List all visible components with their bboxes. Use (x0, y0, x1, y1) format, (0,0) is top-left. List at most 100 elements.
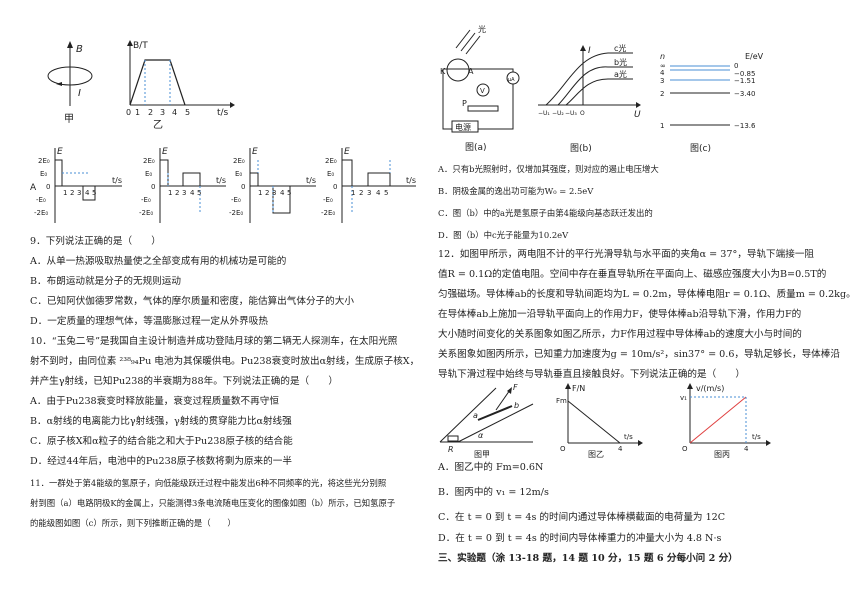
photoelectric-circuit: 光 K A μA V P 电源 图(a) (440, 24, 520, 153)
q11-option-c: C．图（b）中的a光是氢原子由第4能级向基态跃迁发出的 (438, 208, 653, 218)
rail-r-label: R (448, 445, 454, 454)
v-tick: 4 (744, 445, 749, 453)
question-11-stem: 的能级图如图（c）所示，则下列推断正确的是（ ） (30, 518, 236, 528)
y-tick: 0 (151, 183, 155, 191)
y-tick: -E₀ (141, 196, 151, 204)
emf-option-b: E t/s 2E₀ E₀ 0 -E₀ -2E₀ 1 2 3 4 5 (139, 147, 226, 223)
y-tick: E₀ (145, 170, 152, 178)
bt-tick: 1 (135, 108, 140, 117)
circuit-caption: 图(a) (465, 142, 487, 153)
question-12-stem: 大小随时间变化的关系图象如图乙所示，力F作用过程中导体棒ab的速度大小与时间的 (438, 329, 802, 340)
f-tick: 4 (618, 445, 623, 453)
q12-option-b: B．图丙中的 v₁ = 12m/s (438, 487, 549, 498)
emf-option-d: E t/s 2E₀ E₀ 0 -E₀ -2E₀ 1 2 3 4 5 (321, 147, 416, 223)
q9-option-c: C．已知阿伏伽德罗常数，气体的摩尔质量和密度，能估算出气体分子的大小 (30, 296, 354, 307)
f-graph: F/N Fm t/s O 4 图乙 (556, 383, 643, 459)
curve-label: c光 (614, 43, 626, 53)
q11-option-b: B．阴极金属的逸出功可能为W₀ = 2.5eV (438, 186, 594, 196)
q10-option-b: B．α射线的电离能力比γ射线强，γ射线的贯穿能力比α射线强 (30, 416, 292, 427)
y-tick: 2E₀ (38, 157, 50, 165)
y-tick: 2E₀ (325, 157, 337, 165)
bt-graph: B/T t/s 0 1 2 3 4 5 乙 (126, 40, 235, 131)
v-xlabel: t/s (752, 433, 761, 441)
x-tick: 1 (351, 189, 355, 197)
question-10-stem: 10．“玉兔二号”是我国自主设计制造并成功登陆月球的第二辆无人探测车，在太阳光照 (30, 336, 398, 347)
bt-tick: 4 (172, 108, 177, 117)
x-tick: 4 (280, 189, 285, 197)
y-tick: E₀ (40, 170, 47, 178)
y-tick: -2E₀ (229, 209, 243, 217)
rail-figure: a b F R α 图甲 (439, 383, 534, 459)
e-label: E/eV (745, 52, 764, 61)
t-label: t/s (112, 176, 122, 185)
q9-option-d: D．一定质量的理想气体，等温膨胀过程一定从外界吸热 (30, 316, 268, 327)
q11-option-d: D．图（b）中c光子能量为10.2eV (438, 230, 569, 240)
voltmeter-label: V (480, 87, 485, 95)
n-label: n (660, 52, 665, 61)
rail-caption: 图甲 (474, 450, 490, 459)
y-tick: 0 (333, 183, 337, 191)
x-tick: 4 (85, 189, 90, 197)
y-tick: E₀ (327, 170, 334, 178)
level-e: −0.85 (734, 70, 755, 78)
y-tick: 0 (241, 183, 245, 191)
y-tick: 0 (46, 183, 50, 191)
f-origin: O (560, 445, 566, 453)
question-11-stem: 射到图（a）电路阴极K的金属上，只能测得3条电流随电压变化的图像如图（b）所示，… (30, 498, 396, 508)
option-letter: A (30, 183, 37, 193)
v-ylabel: v/(m/s) (696, 384, 724, 393)
rail-a-label: a (473, 411, 478, 420)
q10-option-a: A．由于Pu238衰变时释放能量，衰变过程质量数不再守恒 (30, 396, 279, 407)
bt-tick: 2 (148, 108, 153, 117)
a-label: A (468, 67, 474, 76)
x-tick: 4 (376, 189, 381, 197)
y-tick: 2E₀ (233, 157, 245, 165)
level-e: −13.6 (734, 122, 756, 130)
bt-ylabel: B/T (133, 41, 148, 51)
bt-caption: 乙 (153, 119, 163, 131)
source-label: 电源 (455, 122, 471, 132)
iu-ylabel: I (588, 46, 591, 56)
question-12-stem: 值R = 0.1Ω的定值电阻。空间中存在垂直导轨所在平面向上、磁感应强度大小为B… (438, 269, 827, 280)
x-tick: 5 (92, 189, 96, 197)
q9-option-b: B．布朗运动就是分子的无规则运动 (30, 276, 181, 287)
bt-tick: 0 (126, 108, 131, 117)
section-heading: 三、实验题（涂 13-18 题，14 题 10 分，15 题 6 分每小问 2 … (438, 553, 738, 564)
q10-option-c: C．原子核X和α粒子的结合能之和大于Pu238原子核的结合能 (30, 436, 293, 447)
i-label: I (78, 88, 81, 99)
x-tick: −U₁ (538, 110, 550, 117)
f-xlabel: t/s (624, 433, 633, 441)
b-label: B (76, 44, 83, 55)
iu-graph: I U c光 b光 a光 −U₁ −U₂ −U₃ O 图(b) (538, 43, 641, 154)
q12-option-c: C．在 t = 0 到 t = 4s 的时间内通过导体棒横截面的电荷量为 12C (438, 512, 726, 523)
x-tick: 1 (168, 189, 172, 197)
y-tick: -2E₀ (321, 209, 335, 217)
level-e: −3.40 (734, 90, 755, 98)
q12-option-d: D．在 t = 0 到 t = 4s 的时间内导体棒重力的冲量大小为 4.8 N… (438, 533, 722, 544)
y-tick: E₀ (235, 170, 242, 178)
y-tick: -E₀ (36, 196, 46, 204)
x-tick: 1 (63, 189, 67, 197)
question-10-stem: 射不到时，由同位素 ²³⁸₉₄Pu 电池为其保暖供电。Pu238衰变时放出α射线… (30, 356, 420, 367)
t-label: t/s (406, 176, 416, 185)
y-tick: -E₀ (323, 196, 333, 204)
question-9-stem: 9．下列说法正确的是（ ） (30, 236, 161, 247)
y-tick: -2E₀ (34, 209, 48, 217)
q11-option-a: A．只有b光照射时，仅增加其强度，则对应的遏止电压增大 (438, 164, 659, 174)
x-tick: 3 (367, 189, 371, 197)
curve-label: b光 (614, 57, 627, 67)
fm-label: Fm (556, 397, 567, 405)
loop-figure: B I 甲 (47, 41, 93, 125)
e-label: E (162, 147, 168, 157)
x-tick: 1 (258, 189, 262, 197)
curve-label: a光 (614, 69, 627, 79)
q12-option-a: A．图乙中的 Fm=0.6N (438, 462, 544, 473)
x-tick: 3 (77, 189, 81, 197)
q9-option-a: A．从单一热源吸取热量使之全部变成有用的机械功是可能的 (30, 256, 287, 267)
iu-xlabel: U (634, 110, 641, 120)
question-10-stem: 并产生γ射线，已知Pu238的半衰期为88年。下列说法正确的是（ ） (30, 376, 338, 387)
p-label: P (462, 99, 467, 108)
x-tick: −U₂ (552, 110, 564, 117)
rail-alpha-label: α (478, 431, 484, 440)
e-label: E (57, 147, 63, 157)
